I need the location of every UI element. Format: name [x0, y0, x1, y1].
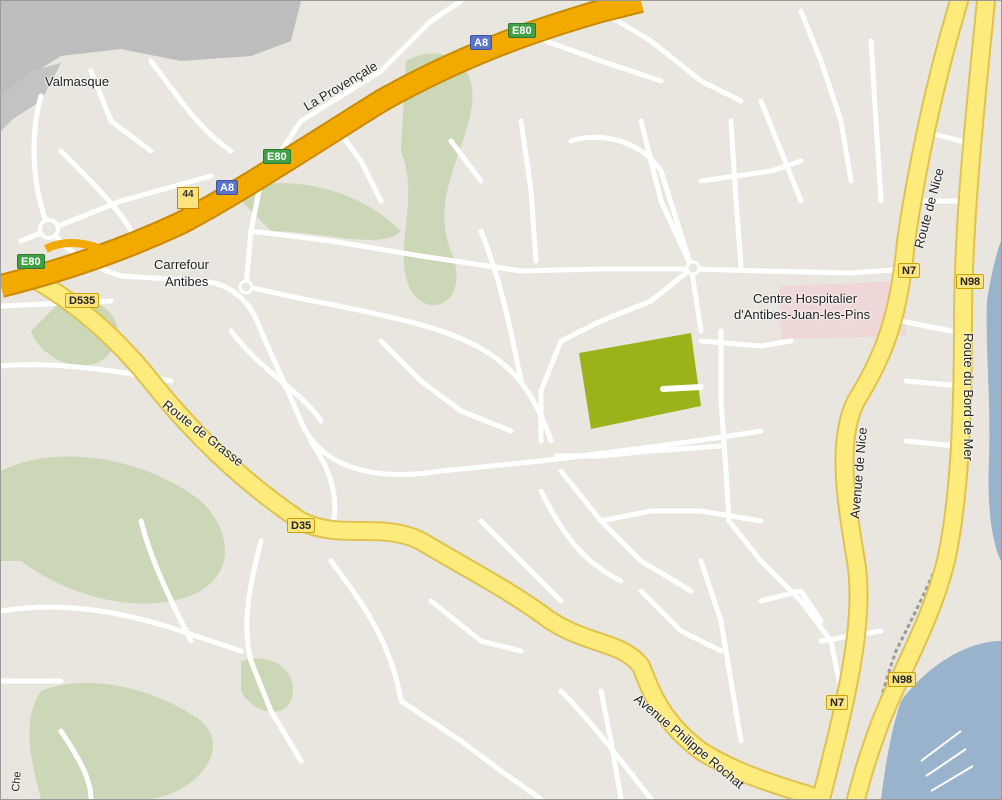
sports-field: [579, 333, 701, 429]
railway: [859, 500, 961, 799]
roundabout: [685, 260, 701, 276]
park-area: [1, 456, 225, 604]
road-label-cut: Che: [9, 770, 24, 793]
shield-d35: D35: [287, 518, 316, 533]
shield-e80-mid: E80: [263, 149, 291, 164]
hospital-area: [779, 281, 906, 339]
roundabout: [38, 218, 60, 240]
marina-jetties: [920, 730, 974, 792]
shield-a8-top: A8: [470, 35, 493, 50]
shield-n98-lower: N98: [888, 672, 917, 687]
shield-e80-top: E80: [508, 23, 536, 38]
field-inner-road: [660, 384, 704, 392]
highway-a8-ramp: [44, 239, 103, 253]
park-area: [401, 53, 473, 306]
shield-n98-upper: N98: [956, 274, 985, 289]
urban-area-inlet: [1, 63, 61, 131]
minor-roads: [1, 1, 964, 799]
park-area: [231, 183, 401, 240]
shield-n7-upper: N7: [898, 263, 921, 278]
park-area: [29, 682, 213, 799]
primary-roads-fill: [33, 1, 994, 799]
place-valmasque: Valmasque: [45, 74, 110, 89]
road-label-route-du-bord-de-mer: Route du Bord de Mer: [961, 333, 976, 461]
place-carrefour: Carrefour: [154, 257, 209, 272]
shield-n7-lower: N7: [826, 695, 849, 710]
hospital-label-line1: Centre Hospitalier: [753, 291, 858, 306]
sea-water: [881, 641, 1001, 799]
exit-44-marker: 44: [177, 187, 199, 209]
highway-a8: [1, 1, 644, 296]
shield-a8-mid: A8: [216, 180, 239, 195]
urban-area: [1, 1, 301, 121]
shield-d535: D535: [65, 293, 100, 308]
exit-44-label: 44: [182, 189, 194, 200]
shield-e80-left: E80: [17, 254, 45, 269]
sea-water: [986, 241, 1001, 561]
roundabout: [238, 279, 254, 295]
hospital-label-line2: d'Antibes-Juan-les-Pins: [734, 307, 871, 322]
place-antibes: Antibes: [165, 274, 209, 289]
